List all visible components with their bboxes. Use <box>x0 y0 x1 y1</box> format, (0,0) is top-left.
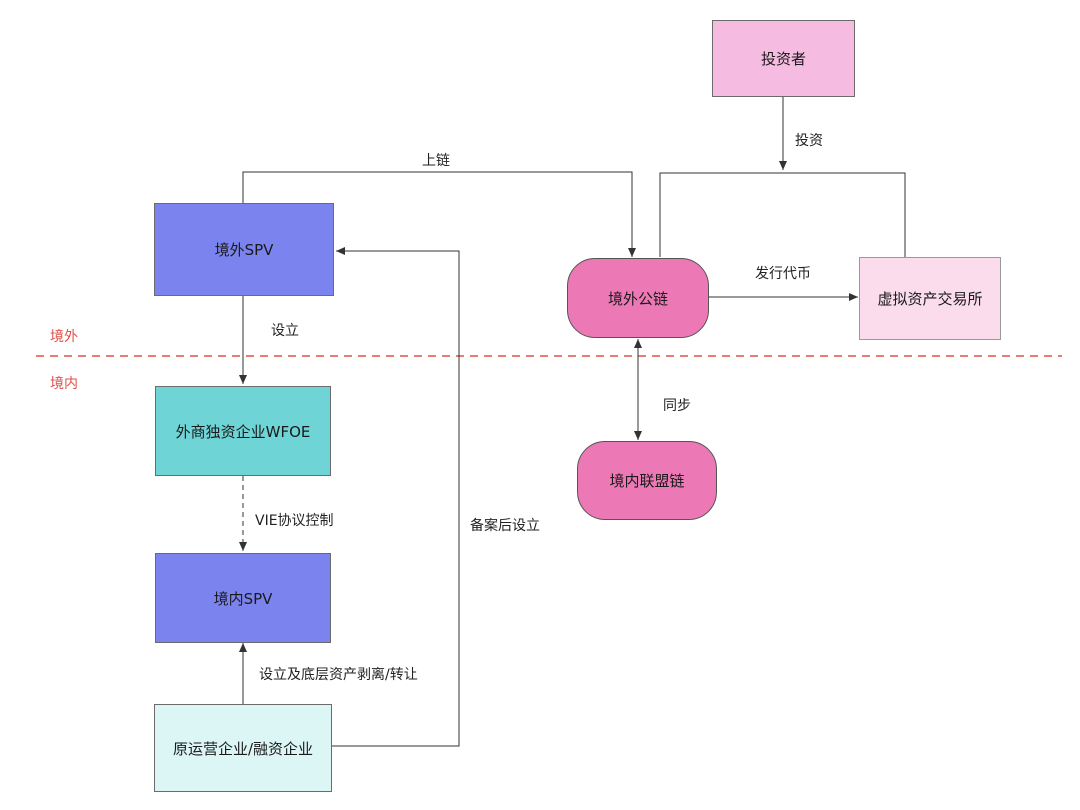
edge-label-sync: 同步 <box>663 398 691 414</box>
node-offshore-spv: 境外SPV <box>154 203 334 296</box>
edge-label-establish-transfer: 设立及底层资产剥离/转让 <box>259 667 418 683</box>
node-offshore-chain: 境外公链 <box>567 258 709 338</box>
node-onshore-spv: 境内SPV <box>155 553 331 643</box>
node-wfoe: 外商独资企业WFOE <box>155 386 331 476</box>
edge-invest-bus <box>659 172 906 257</box>
edge-label-invest: 投资 <box>795 133 823 149</box>
node-wfoe-label: 外商独资企业WFOE <box>175 422 311 441</box>
node-exchange: 虚拟资产交易所 <box>859 257 1001 340</box>
node-offshore-chain-label: 境外公链 <box>607 289 668 308</box>
node-offshore-spv-label: 境外SPV <box>214 241 274 259</box>
node-investor: 投资者 <box>712 20 855 97</box>
edge-label-establish: 设立 <box>271 323 299 339</box>
node-onshore-spv-label: 境内SPV <box>213 589 273 608</box>
edge-onchain <box>242 171 636 257</box>
node-operating-company: 原运营企业/融资企业 <box>154 704 332 792</box>
node-investor-label: 投资者 <box>760 50 806 68</box>
zone-offshore-label: 境外 <box>50 329 78 345</box>
edge-establish-after-filing <box>332 247 460 747</box>
edge-label-onchain: 上链 <box>422 153 450 169</box>
edge-label-establish-after-filing: 备案后设立 <box>470 518 540 534</box>
node-onshore-chain-label: 境内联盟链 <box>609 472 685 490</box>
node-onshore-chain: 境内联盟链 <box>577 441 717 520</box>
edge-label-vie: VIE协议控制 <box>255 513 334 529</box>
edge-label-issue-token: 发行代币 <box>755 266 811 282</box>
node-exchange-label: 虚拟资产交易所 <box>877 290 983 308</box>
node-operating-company-label: 原运营企业/融资企业 <box>172 739 314 758</box>
zone-onshore-label: 境内 <box>50 376 78 392</box>
